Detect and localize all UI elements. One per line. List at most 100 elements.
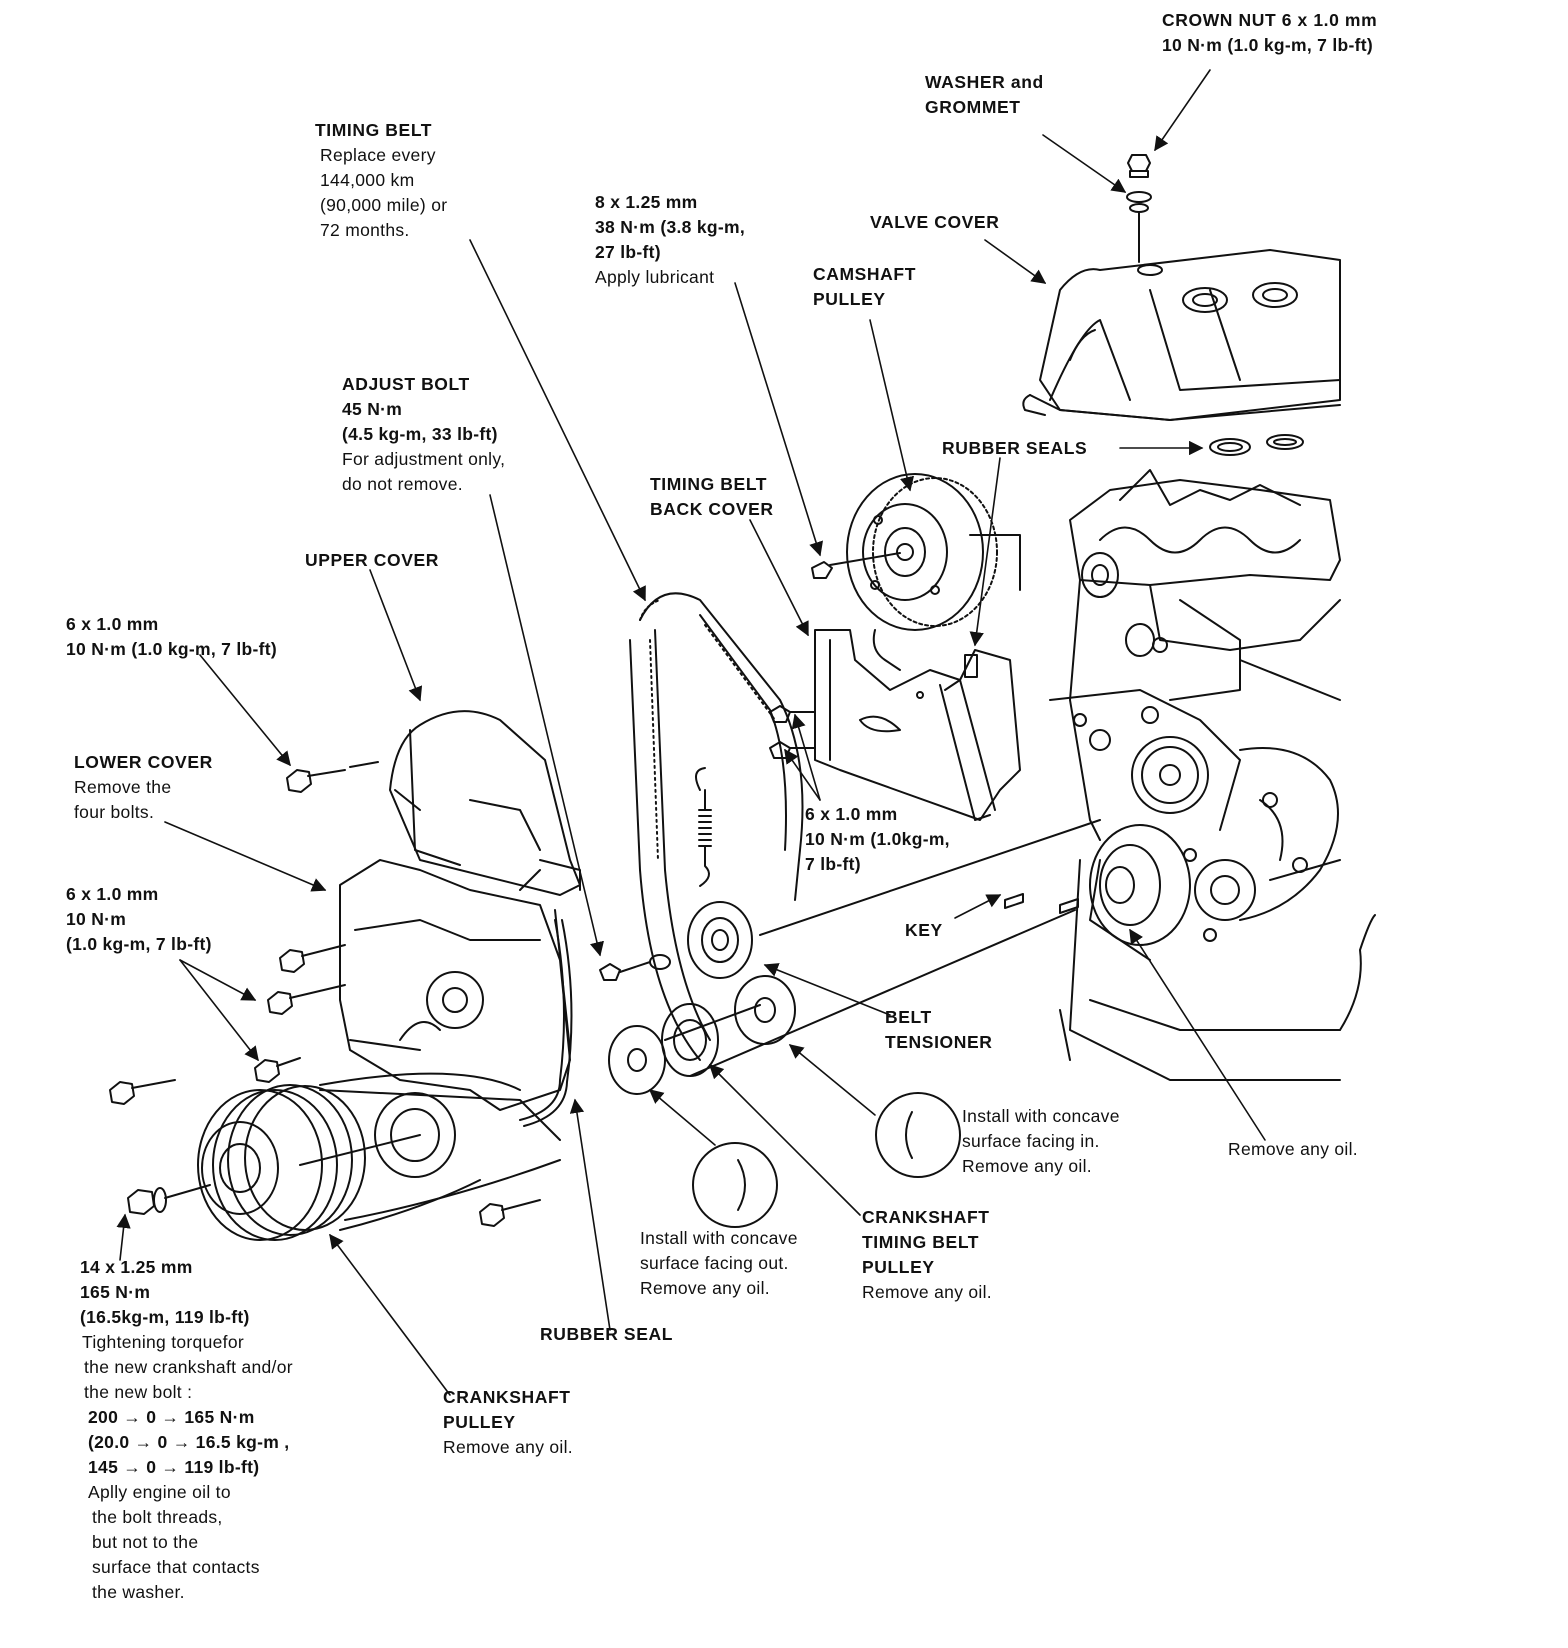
camshaft-pulley-line1: CAMSHAFT bbox=[813, 264, 916, 284]
crank-timing-pulley-label: CRANKSHAFT TIMING BELT PULLEY Remove any… bbox=[862, 1205, 992, 1305]
belt-tensioner bbox=[599, 819, 1101, 981]
timing-belt-back-cover bbox=[769, 629, 1021, 821]
timing-belt-title: TIMING BELT bbox=[315, 120, 433, 140]
cam-bolt-torque: 38 N·m (3.8 kg-m, bbox=[595, 217, 746, 237]
belt-tensioner-line1: BELT bbox=[885, 1007, 932, 1027]
washer-out-note-2: surface facing out. bbox=[640, 1253, 789, 1273]
crank-bolt-torque2: (16.5kg-m, 119 lb-ft) bbox=[80, 1307, 250, 1327]
crown-nut-title: CROWN NUT 6 x 1.0 mm bbox=[1162, 10, 1378, 30]
crankshaft-pulley-note: Remove any oil. bbox=[443, 1437, 573, 1457]
rubber-seals-label: RUBBER SEALS bbox=[942, 436, 1087, 461]
crank-bolt-note-3: the new bolt : bbox=[84, 1382, 193, 1402]
adjust-bolt-torque2: (4.5 kg-m, 33 lb-ft) bbox=[342, 424, 498, 444]
upper-cover-label: UPPER COVER bbox=[305, 548, 439, 573]
crank-timing-pulley-line1: CRANKSHAFT bbox=[862, 1207, 990, 1227]
crank-bolt-note2-1: Aplly engine oil to bbox=[88, 1482, 231, 1502]
adjust-bolt-torque: 45 N·m bbox=[342, 399, 403, 419]
engine-block bbox=[1049, 469, 1376, 1081]
camshaft-pulley bbox=[811, 473, 1021, 631]
cam-bolt-label: 8 x 1.25 mm 38 N·m (3.8 kg-m, 27 lb-ft) … bbox=[595, 190, 745, 290]
lower-cover bbox=[339, 859, 571, 1111]
valve-cover-label: VALVE COVER bbox=[870, 210, 999, 235]
crank-bolt-note2-5: the washer. bbox=[92, 1582, 185, 1602]
crank-timing-pulley-line2: TIMING BELT bbox=[862, 1232, 980, 1252]
timing-belt-note-3: (90,000 mile) or bbox=[320, 195, 448, 215]
washer-in-note: Install with concave surface facing in. … bbox=[962, 1104, 1120, 1179]
crank-bolt-torque: 165 N·m bbox=[80, 1282, 151, 1302]
timing-belt-note-2: 144,000 km bbox=[320, 170, 415, 190]
back-bolt-torque: 10 N·m (1.0kg-m, bbox=[805, 829, 950, 849]
washer-line1: WASHER and bbox=[925, 72, 1044, 92]
remove-oil-right-note: Remove any oil. bbox=[1228, 1139, 1358, 1159]
timing-belt bbox=[629, 592, 804, 1061]
leader-lines bbox=[116, 69, 1266, 1396]
upper-cover-title: UPPER COVER bbox=[305, 550, 439, 570]
cam-bolt-note: Apply lubricant bbox=[595, 267, 715, 287]
timing-belt-note-1: Replace every bbox=[320, 145, 436, 165]
back-cover-line1: TIMING BELT bbox=[650, 474, 768, 494]
washer-line2: GROMMET bbox=[925, 97, 1021, 117]
lower-cover-bolts bbox=[109, 944, 541, 1227]
adjust-bolt-note-2: do not remove. bbox=[342, 474, 463, 494]
back-cover-line2: BACK COVER bbox=[650, 499, 774, 519]
crank-bolt-seq-2: (20.0 → 0 → 16.5 kg-m , bbox=[88, 1432, 290, 1452]
upper-bolt-size: 6 x 1.0 mm bbox=[66, 614, 159, 634]
rubber-seal-strip bbox=[519, 919, 573, 1127]
crankshaft-pulley-label: CRANKSHAFT PULLEY Remove any oil. bbox=[443, 1385, 573, 1460]
crank-bolt-note2-4: surface that contacts bbox=[92, 1557, 260, 1577]
key-label: KEY bbox=[905, 918, 943, 943]
upper-bolt-label: 6 x 1.0 mm 10 N·m (1.0 kg-m, 7 lb-ft) bbox=[66, 612, 277, 662]
timing-belt-note-4: 72 months. bbox=[320, 220, 410, 240]
adjust-bolt-title: ADJUST BOLT bbox=[342, 374, 470, 394]
back-cover-label: TIMING BELT BACK COVER bbox=[650, 472, 774, 522]
back-bolt-size: 6 x 1.0 mm bbox=[805, 804, 898, 824]
crank-bolt-size: 14 x 1.25 mm bbox=[80, 1257, 193, 1277]
belt-tensioner-label: BELT TENSIONER bbox=[885, 1005, 993, 1055]
lower-bolts-label: 6 x 1.0 mm 10 N·m (1.0 kg-m, 7 lb-ft) bbox=[66, 882, 212, 957]
crankshaft-pulley-line2: PULLEY bbox=[443, 1412, 516, 1432]
crank-bolt-note2-3: but not to the bbox=[92, 1532, 199, 1552]
crank-bolt-seq-1: 200 → 0 → 165 N·m bbox=[88, 1407, 255, 1427]
crank-bolt-label: 14 x 1.25 mm 165 N·m (16.5kg-m, 119 lb-f… bbox=[80, 1255, 293, 1605]
crankshaft-pulley bbox=[197, 1072, 561, 1241]
crown-nut-assembly bbox=[1126, 154, 1152, 263]
crank-timing-pulley-line3: PULLEY bbox=[862, 1257, 935, 1277]
lower-bolts-size: 6 x 1.0 mm bbox=[66, 884, 159, 904]
lower-cover-note-2: four bolts. bbox=[74, 802, 155, 822]
washer-in-note-1: Install with concave bbox=[962, 1106, 1120, 1126]
tensioner-spring bbox=[695, 767, 712, 887]
crankshaft-bolt bbox=[127, 1184, 211, 1215]
lower-cover-note-1: Remove the bbox=[74, 777, 172, 797]
washer-out-note-3: Remove any oil. bbox=[640, 1278, 770, 1298]
cam-bolt-torque2: 27 lb-ft) bbox=[595, 242, 661, 262]
rubber-seal-label: RUBBER SEAL bbox=[540, 1322, 673, 1347]
timing-belt-label: TIMING BELT Replace every 144,000 km (90… bbox=[315, 118, 447, 243]
valve-cover bbox=[1022, 249, 1341, 421]
belt-tensioner-line2: TENSIONER bbox=[885, 1032, 993, 1052]
rubber-seal-title: RUBBER SEAL bbox=[540, 1324, 673, 1344]
washer-grommet-label: WASHER and GROMMET bbox=[925, 70, 1044, 120]
camshaft-pulley-line2: PULLEY bbox=[813, 289, 886, 309]
rubber-seals-rings bbox=[1209, 434, 1304, 456]
adjust-bolt-note-1: For adjustment only, bbox=[342, 449, 506, 469]
crank-bolt-note-1: Tightening torquefor bbox=[82, 1332, 244, 1352]
upper-bolt-torque: 10 N·m (1.0 kg-m, 7 lb-ft) bbox=[66, 639, 278, 659]
washer-in-note-3: Remove any oil. bbox=[962, 1156, 1092, 1176]
washer-out-note: Install with concave surface facing out.… bbox=[640, 1226, 798, 1301]
crank-bolt-note2-2: the bolt threads, bbox=[92, 1507, 223, 1527]
valve-cover-title: VALVE COVER bbox=[870, 212, 1000, 232]
upper-cover bbox=[389, 710, 581, 896]
lower-cover-title: LOWER COVER bbox=[74, 752, 213, 772]
lower-bolts-torque: 10 N·m bbox=[66, 909, 127, 929]
concave-washers bbox=[608, 975, 961, 1228]
crown-nut-label: CROWN NUT 6 x 1.0 mm 10 N·m (1.0 kg-m, 7… bbox=[1162, 8, 1377, 58]
crankshaft-pulley-line1: CRANKSHAFT bbox=[443, 1387, 571, 1407]
remove-oil-right-label: Remove any oil. bbox=[1228, 1137, 1358, 1162]
lower-bolts-torque2: (1.0 kg-m, 7 lb-ft) bbox=[66, 934, 212, 954]
washer-out-note-1: Install with concave bbox=[640, 1228, 798, 1248]
key-title: KEY bbox=[905, 920, 943, 940]
crown-nut-spec: 10 N·m (1.0 kg-m, 7 lb-ft) bbox=[1162, 35, 1374, 55]
rubber-seals-title: RUBBER SEALS bbox=[942, 438, 1088, 458]
